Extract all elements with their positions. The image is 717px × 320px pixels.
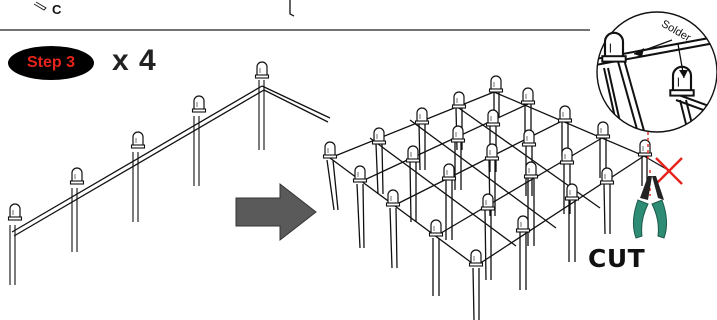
- top-strip-label: C: [52, 2, 62, 17]
- cutter-icon: [632, 176, 668, 239]
- single-row-assembly: [9, 80, 331, 285]
- cut-label: CUT: [588, 244, 646, 273]
- small-wire-icon: [33, 0, 295, 17]
- cut-x-icon: [655, 157, 683, 185]
- step-badge: Step 3: [8, 46, 94, 80]
- grid-assembly: [326, 91, 669, 320]
- led-icon: [7, 203, 23, 221]
- step-badge-label: Step 3: [26, 54, 75, 71]
- right-arrow-icon: [235, 182, 317, 242]
- led-icon: [69, 167, 85, 185]
- quantity-multiplier: x 4: [112, 44, 157, 77]
- led-icon: [191, 95, 207, 113]
- led-icon: [254, 61, 270, 79]
- grid-leds: [322, 75, 653, 267]
- led-icon: [130, 131, 146, 149]
- magnifier-callout-icon: Solder: [596, 11, 717, 133]
